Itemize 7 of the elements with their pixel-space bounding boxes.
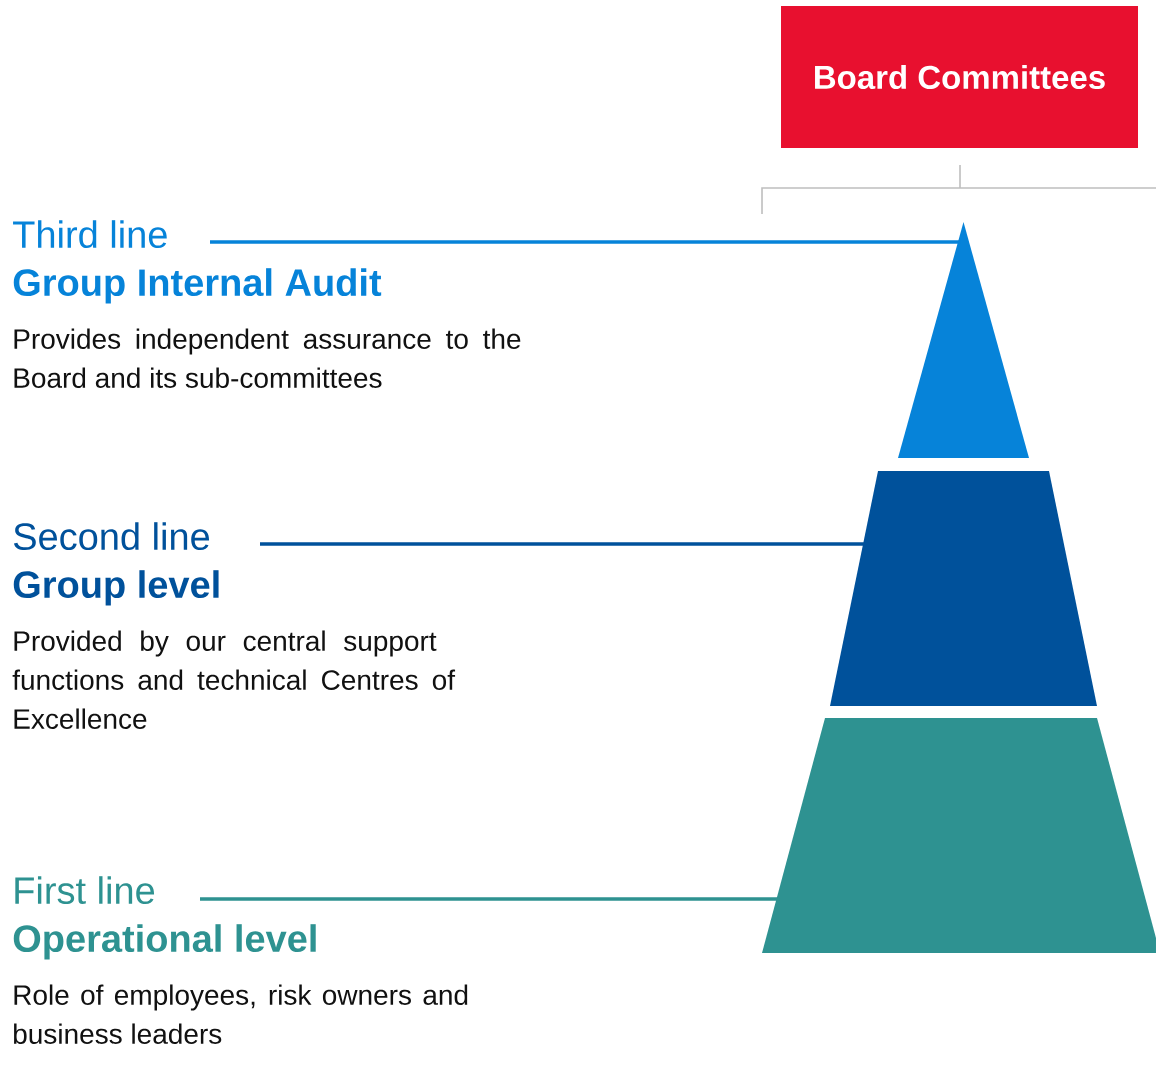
pyramid-tier [830, 471, 1097, 706]
pyramid-tier [898, 222, 1029, 458]
tier-description: Third line Group Internal Audit Provides independent assurance to the Board and its sub-committees [13, 220, 521, 388]
tier-description: First line Operational level Role of employees, risk owners and business leaders [13, 876, 468, 1044]
title-box: Board Committees [781, 6, 1138, 148]
pyramid-tier [762, 718, 1156, 953]
tier-description: Second line Group level Provided by our central support functions and technical Centres of Excellence [12, 522, 456, 729]
